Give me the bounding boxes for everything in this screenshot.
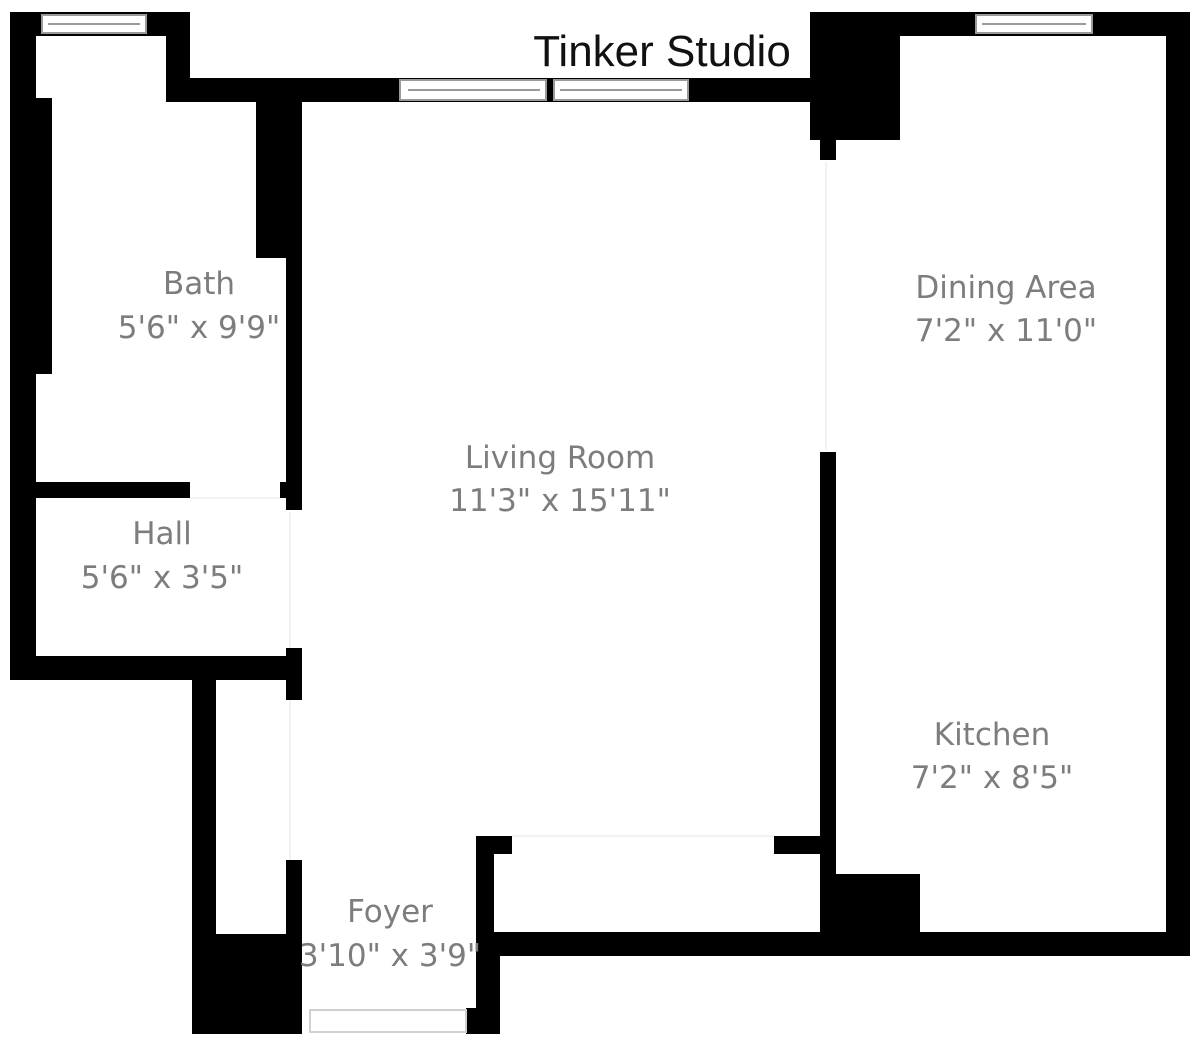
room-name: Hall — [132, 516, 192, 552]
wall-closet-top-right — [774, 836, 836, 854]
wall-hall-living-stub — [286, 648, 302, 700]
room-name: Bath — [163, 266, 235, 302]
room-kitchen: Kitchen 7'2" x 8'5" — [911, 717, 1074, 796]
room-dimensions: 5'6" x 3'5" — [81, 560, 244, 596]
wall-closet-left — [476, 836, 494, 956]
plan-title: Tinker Studio — [533, 27, 791, 76]
openings — [190, 162, 827, 860]
room-bath: Bath 5'6" x 9'9" — [118, 266, 281, 346]
wall-foyer-right — [476, 936, 500, 1034]
room-living-room: Living Room 11'3" x 15'11" — [449, 440, 671, 519]
room-foyer: Foyer 3'10" x 3'9" — [299, 894, 481, 974]
wall-hall-bottom — [10, 656, 302, 680]
room-dimensions: 3'10" x 3'9" — [299, 938, 481, 974]
wall-living-dining-top — [820, 98, 836, 160]
room-dimensions: 7'2" x 8'5" — [911, 760, 1074, 796]
wall-lower-left-block — [192, 934, 302, 1034]
wall-foyer-left — [286, 860, 302, 1034]
room-name: Living Room — [465, 440, 655, 476]
wall-bath-left-thick — [10, 98, 52, 374]
window-foyer-entry — [309, 1009, 467, 1033]
wall-bath-hall-divider — [30, 482, 190, 498]
wall-living-kitchen — [820, 452, 836, 948]
walls — [10, 12, 1190, 1034]
room-dimensions: 7'2" x 11'0" — [915, 313, 1097, 349]
room-dimensions: 11'3" x 15'11" — [449, 483, 671, 519]
wall-bath-living — [286, 98, 302, 510]
room-dimensions: 5'6" x 9'9" — [118, 310, 281, 346]
windows — [41, 14, 1093, 1033]
room-name: Dining Area — [915, 270, 1096, 306]
room-hall: Hall 5'6" x 3'5" — [81, 516, 244, 596]
wall-bottom-main — [476, 932, 1190, 956]
room-dining-area: Dining Area 7'2" x 11'0" — [915, 270, 1097, 349]
wall-right-outer — [1166, 12, 1190, 956]
room-name: Kitchen — [934, 717, 1051, 753]
room-name: Foyer — [347, 894, 433, 930]
